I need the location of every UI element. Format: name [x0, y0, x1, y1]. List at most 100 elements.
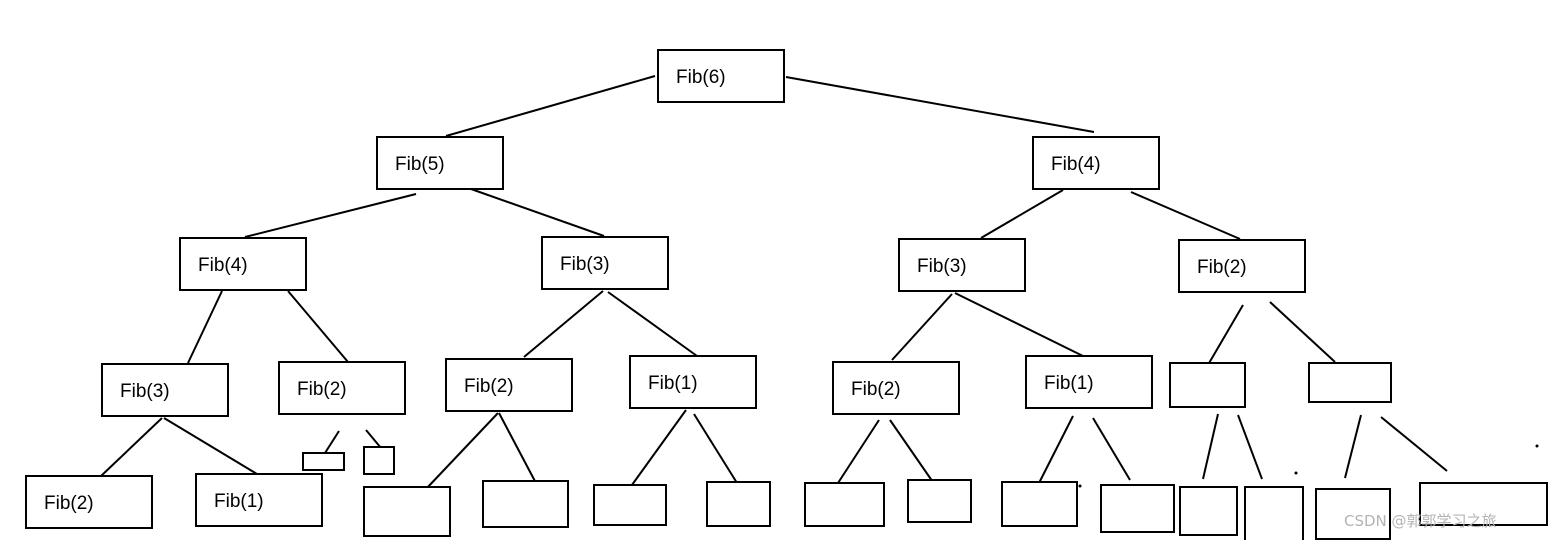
node-box — [195, 473, 323, 527]
node-fib4: Fib(4) — [1032, 136, 1160, 190]
node-empty — [1100, 484, 1175, 533]
edge-n5-n11 — [607, 291, 698, 357]
node-box — [1315, 488, 1391, 540]
edge-n14-n28 — [1202, 413, 1219, 480]
node-box — [907, 479, 972, 523]
node-label: Fib(4) — [198, 255, 248, 276]
node-box — [302, 452, 345, 471]
node-empty — [1179, 486, 1238, 536]
edge-n13-n27 — [1092, 417, 1131, 481]
edge-n11-n23 — [693, 413, 743, 492]
watermark: CSDN @郭郭学习之旅 — [1344, 512, 1497, 530]
edge-n1-n2 — [445, 75, 656, 137]
node-fib5: Fib(5) — [376, 136, 504, 190]
edge-n13-n26 — [1037, 415, 1074, 486]
edge-n1-n3 — [785, 76, 1095, 133]
node-box — [1001, 481, 1078, 527]
node-box — [804, 482, 885, 527]
node-empty — [593, 484, 667, 526]
node-fib1: Fib(1) — [195, 473, 323, 527]
node-empty — [706, 481, 771, 527]
node-fib2: Fib(2) — [278, 361, 406, 415]
node-label: Fib(6) — [676, 67, 726, 88]
node-box — [1178, 239, 1306, 293]
node-empty — [907, 479, 972, 523]
node-fib2: Fib(2) — [832, 361, 960, 415]
node-box — [25, 475, 153, 529]
node-label: Fib(3) — [120, 381, 170, 402]
edge-n4-n8 — [187, 290, 223, 364]
node-empty — [1169, 362, 1246, 408]
node-fib2: Fib(2) — [445, 358, 573, 412]
node-label: Fib(1) — [648, 373, 698, 394]
node-empty — [482, 480, 569, 528]
node-label: Fib(2) — [1197, 257, 1247, 278]
node-box — [629, 355, 757, 409]
node-box — [898, 238, 1026, 292]
node-box — [593, 484, 667, 526]
node-box — [179, 237, 307, 291]
edge-n12-n25 — [889, 419, 938, 489]
node-label: Fib(3) — [917, 256, 967, 277]
node-box — [1025, 355, 1153, 409]
node-box — [1419, 482, 1548, 526]
node-box — [657, 49, 785, 103]
node-empty — [363, 446, 395, 475]
node-label: Fib(2) — [851, 379, 901, 400]
node-box — [706, 481, 771, 527]
node-box — [376, 136, 504, 190]
edge-n14-n29 — [1237, 414, 1263, 480]
node-fib3: Fib(3) — [541, 236, 669, 290]
stray-dot — [1078, 484, 1082, 488]
edge-n15-n31 — [1380, 416, 1448, 472]
node-box — [101, 363, 229, 417]
stray-dot — [1535, 444, 1539, 448]
node-box — [1179, 486, 1238, 536]
node-box — [278, 361, 406, 415]
node-box — [363, 446, 395, 475]
edge-n12-n24 — [837, 419, 880, 484]
edge-n2-n4 — [244, 193, 417, 238]
node-box — [1100, 484, 1175, 533]
edge-n3-n6 — [980, 189, 1064, 239]
edge-n9-n18 — [324, 430, 340, 454]
edge-n7-n15 — [1269, 301, 1336, 363]
node-empty — [1419, 482, 1548, 526]
node-fib2: Fib(2) — [25, 475, 153, 529]
edge-n4-n9 — [287, 290, 349, 363]
node-empty — [302, 452, 345, 471]
edge-n2-n5 — [470, 188, 605, 237]
edge-n15-n30 — [1344, 414, 1362, 479]
node-fib1: Fib(1) — [1025, 355, 1153, 409]
edge-n10-n20 — [425, 412, 499, 490]
node-empty — [363, 486, 451, 537]
node-fib6: Fib(6) — [657, 49, 785, 103]
edge-n8-n16 — [100, 417, 163, 477]
edge-n5-n10 — [523, 290, 604, 358]
node-fib2: Fib(2) — [1178, 239, 1306, 293]
node-fib4: Fib(4) — [179, 237, 307, 291]
node-label: Fib(2) — [297, 379, 347, 400]
node-label: Fib(2) — [44, 493, 94, 514]
edge-n6-n13 — [954, 292, 1086, 358]
node-box — [482, 480, 569, 528]
edge-n8-n17 — [163, 417, 258, 475]
edge-n10-n21 — [498, 412, 538, 486]
edge-n7-n14 — [1204, 304, 1244, 371]
node-label: Fib(2) — [464, 376, 514, 397]
node-box — [1032, 136, 1160, 190]
node-label: Fib(1) — [1044, 373, 1094, 394]
node-empty — [1308, 362, 1392, 403]
edge-n3-n7 — [1130, 191, 1241, 240]
node-box — [445, 358, 573, 412]
node-label: Fib(3) — [560, 254, 610, 275]
node-fib1: Fib(1) — [629, 355, 757, 409]
edge-n11-n22 — [623, 409, 687, 497]
node-label: Fib(4) — [1051, 154, 1101, 175]
node-box — [1244, 486, 1304, 540]
node-box — [541, 236, 669, 290]
node-box — [363, 486, 451, 537]
stray-dot — [1294, 471, 1298, 475]
node-empty — [1315, 488, 1391, 540]
